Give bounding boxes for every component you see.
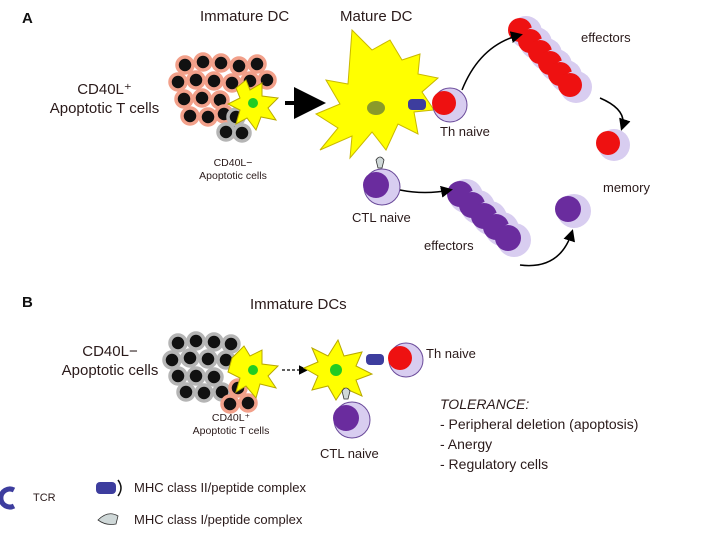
immature-dc-b1 bbox=[227, 345, 280, 400]
tcr-legend-label: TCR bbox=[33, 492, 56, 504]
apoptotic-cells-cluster-b bbox=[162, 331, 258, 414]
tolerance-box: TOLERANCE: - Peripheral deletion (apopto… bbox=[440, 394, 638, 474]
apoptotic-cells-line1: CD40L− bbox=[82, 343, 138, 360]
th-expansion-arrow bbox=[461, 31, 523, 91]
cd40l-positive-line2: Apoptotic T cells bbox=[192, 425, 270, 437]
panel-b-label: B bbox=[22, 294, 33, 311]
cd40l-positive-label-b: CD40L⁺ Apoptotic T cells bbox=[176, 412, 286, 438]
apoptotic-cells-line2: Apoptotic cells bbox=[61, 362, 159, 379]
mhc2-legend-label: MHC class II/peptide complex bbox=[134, 480, 306, 495]
memory-label: memory bbox=[603, 180, 650, 195]
apoptotic-t-cells-line2: Apoptotic T cells bbox=[49, 100, 160, 117]
ctl-expansion-arrow bbox=[399, 185, 453, 198]
ctl-naive-cell-a bbox=[363, 156, 401, 206]
apoptotic-t-cells-line1: CD40L⁺ bbox=[77, 81, 132, 98]
th-naive-cell-a bbox=[408, 87, 468, 123]
tolerance-item: - Regulatory cells bbox=[440, 456, 549, 472]
immature-dc-b2 bbox=[302, 338, 374, 401]
th-memory-arrow bbox=[599, 97, 631, 131]
apoptotic-t-cells-label-a: CD40L⁺ Apoptotic T cells bbox=[42, 80, 167, 118]
cd40l-negative-line2: Apoptotic cells bbox=[199, 170, 267, 182]
immature-dc-a bbox=[226, 79, 280, 132]
effectors-top-label: effectors bbox=[581, 30, 631, 45]
mhc1-legend-icon bbox=[97, 513, 119, 525]
ctl-naive-cell-b bbox=[333, 387, 371, 439]
apoptotic-t-cells-cluster-a bbox=[168, 52, 277, 143]
tolerance-item: - Anergy bbox=[440, 436, 493, 452]
apoptotic-cells-label-b: CD40L− Apoptotic cells bbox=[55, 342, 165, 380]
panel-a-label: A bbox=[22, 10, 33, 27]
cd40l-negative-line1: CD40L− bbox=[213, 157, 253, 169]
ctl-memory-arrow bbox=[519, 229, 576, 267]
th-naive-cell-b bbox=[366, 342, 424, 378]
cd40l-negative-label-a: CD40L− Apoptotic cells bbox=[188, 157, 278, 183]
ctl-effectors-a bbox=[447, 179, 531, 257]
immature-dcs-title: Immature DCs bbox=[250, 296, 347, 313]
ctl-naive-label-a: CTL naive bbox=[352, 210, 411, 225]
tolerance-item: - Peripheral deletion (apoptosis) bbox=[440, 416, 639, 432]
tolerance-title: TOLERANCE: bbox=[440, 396, 530, 412]
tcr-legend-icon bbox=[0, 486, 16, 510]
mhc2-legend-icon bbox=[96, 479, 122, 497]
ctl-memory-cell-a bbox=[555, 194, 591, 228]
effectors-bottom-label: effectors bbox=[424, 238, 474, 253]
th-memory-cell-a bbox=[596, 129, 630, 161]
th-naive-label-b: Th naive bbox=[426, 346, 476, 361]
th-effectors-a bbox=[508, 16, 592, 103]
cd40l-positive-line1: CD40L⁺ bbox=[211, 412, 251, 424]
mature-dc-title: Mature DC bbox=[340, 8, 413, 25]
ctl-naive-label-b: CTL naive bbox=[320, 446, 379, 461]
immature-dc-title: Immature DC bbox=[200, 8, 290, 25]
th-naive-label-a: Th naive bbox=[440, 124, 490, 139]
mhc1-legend-label: MHC class I/peptide complex bbox=[134, 512, 303, 527]
mature-dc bbox=[314, 28, 440, 160]
